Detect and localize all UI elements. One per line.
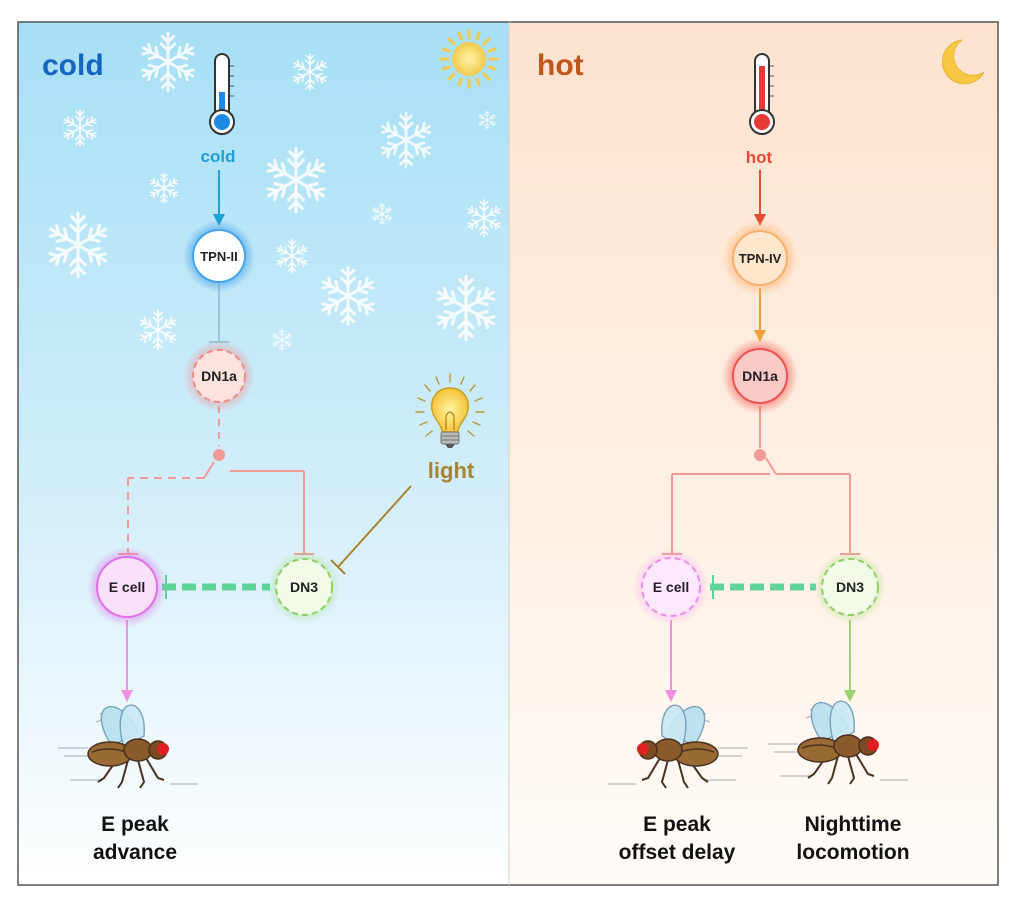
- node-label: E cell: [109, 579, 146, 595]
- figure-frame: [17, 21, 999, 886]
- hot-sensor-label: hot: [746, 148, 773, 167]
- node-ecell-hot: E cell: [633, 549, 709, 625]
- node-dn3-cold: DN3: [268, 551, 340, 623]
- lightbulb-icon: [415, 373, 485, 448]
- thermometer-hot-icon: [749, 53, 775, 135]
- hot-ecell-output-arrow: [665, 620, 677, 702]
- node-label: DN3: [290, 579, 318, 595]
- output-label-line1: E peak: [643, 813, 711, 836]
- output-label-line2: offset delay: [619, 841, 736, 864]
- node-tpn-iv: TPN-IV: [722, 220, 798, 296]
- node-label: DN1a: [742, 368, 778, 384]
- node-ecell-cold: E cell: [87, 547, 167, 627]
- moon-icon: [942, 39, 985, 85]
- output-label-line1: Nighttime: [805, 813, 902, 836]
- hot-gap-junction: [710, 575, 816, 599]
- hot-dn3-output-arrow: [844, 620, 856, 702]
- node-dn1a-hot: DN1a: [722, 338, 798, 414]
- cold-sensor-label: cold: [201, 147, 236, 166]
- sun-icon: [439, 29, 499, 89]
- output-label-line2: locomotion: [796, 841, 909, 864]
- node-dn3-hot: DN3: [814, 551, 886, 623]
- hot-panel-background: [509, 22, 998, 885]
- thermometer-cold-icon: [209, 53, 235, 135]
- output-label-line1: E peak: [101, 813, 169, 836]
- hot-panel-title: hot: [537, 49, 584, 82]
- node-label: E cell: [653, 579, 690, 595]
- node-label: DN3: [836, 579, 864, 595]
- light-label: light: [428, 458, 475, 483]
- cold-ecell-output-arrow: [121, 620, 133, 702]
- node-label: TPN-II: [200, 249, 238, 264]
- light-inhibits-dn3: [330, 485, 412, 575]
- cold-panel-title: cold: [42, 49, 104, 82]
- output-label-line2: advance: [93, 841, 177, 864]
- cold-panel-background: [18, 22, 509, 885]
- node-dn1a-cold: DN1a: [183, 340, 255, 412]
- node-label: DN1a: [201, 368, 237, 384]
- node-label: TPN-IV: [739, 251, 782, 266]
- node-tpn-ii: TPN-II: [183, 220, 255, 292]
